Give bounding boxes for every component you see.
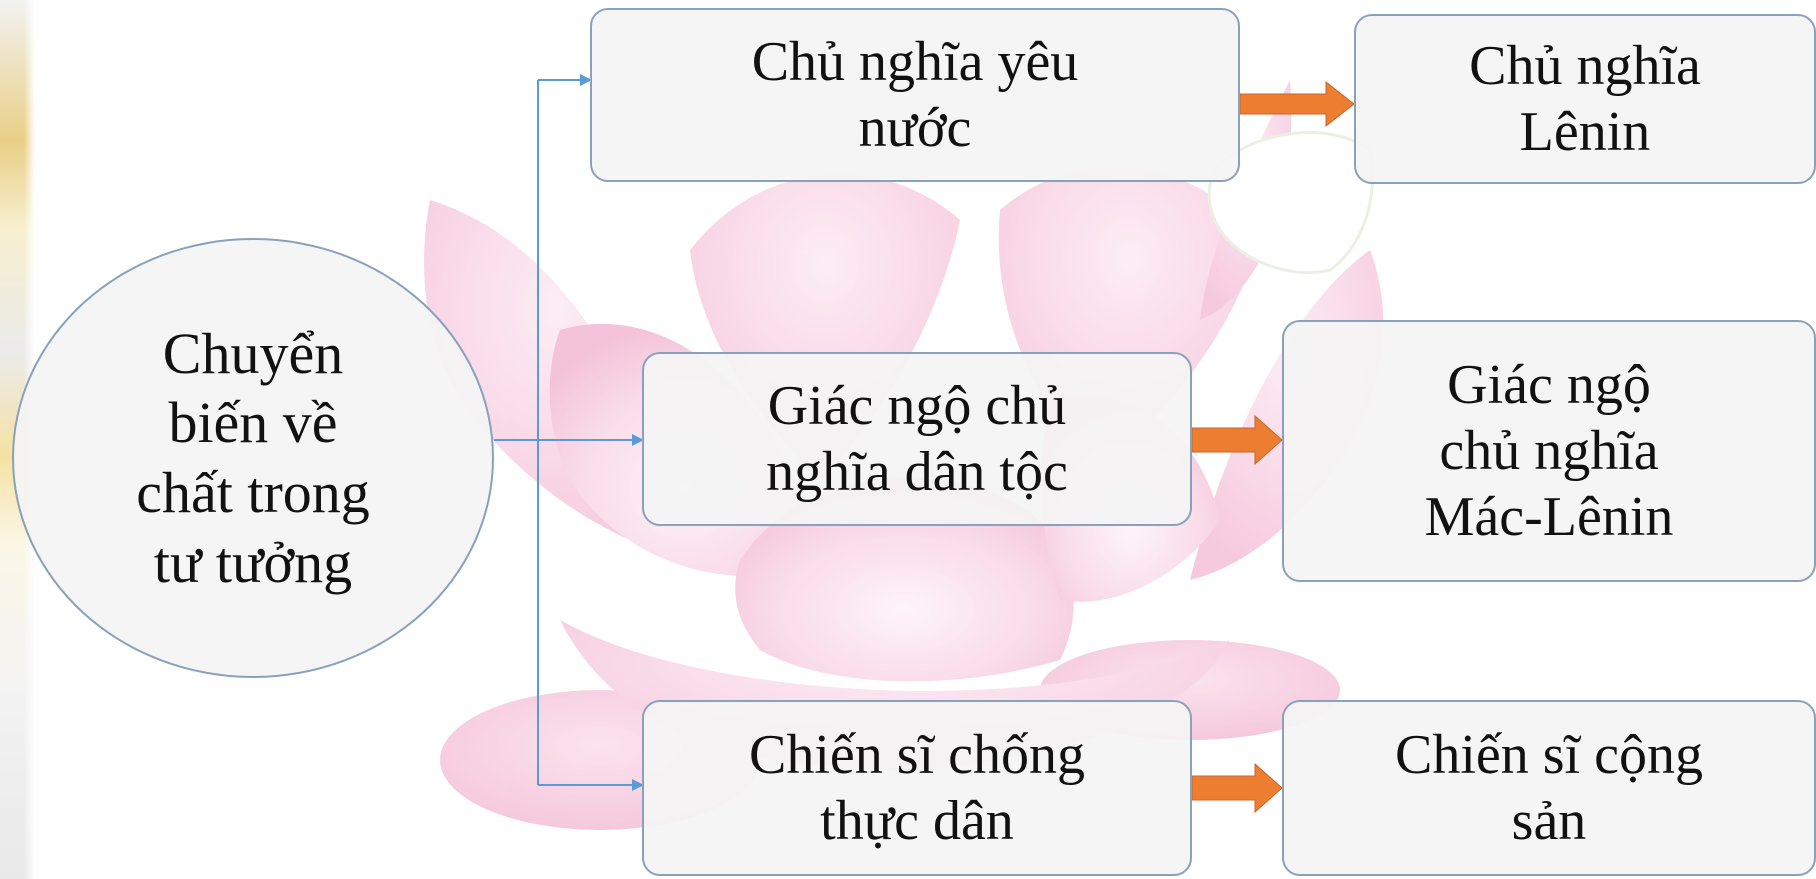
stage-1-to-label: Chủ nghĩa Lênin [1469, 34, 1701, 163]
stage-1-to-node: Chủ nghĩa Lênin [1354, 14, 1816, 184]
stage-3-from-label: Chiến sĩ chống thực dân [749, 723, 1085, 852]
stage-3-to-label: Chiến sĩ cộng sản [1395, 723, 1703, 852]
stage-2-from-node: Giác ngộ chủ nghĩa dân tộc [642, 352, 1192, 526]
butterfly-decoration [1207, 131, 1375, 275]
lotus-petal [735, 477, 1074, 682]
stage-3-from-node: Chiến sĩ chống thực dân [642, 700, 1192, 876]
stage-2-from-label: Giác ngộ chủ nghĩa dân tộc [766, 374, 1068, 503]
stage-3-to-node: Chiến sĩ cộng sản [1282, 700, 1816, 876]
stage-2-to-node: Giác ngộ chủ nghĩa Mác-Lênin [1282, 320, 1816, 582]
stage-1-from-label: Chủ nghĩa yêu nước [751, 30, 1079, 159]
transition-arrow-2 [1191, 414, 1283, 466]
origin-node: Chuyển biến về chất trong tư tưởng [12, 238, 494, 678]
stage-2-to-label: Giác ngộ chủ nghĩa Mác-Lênin [1424, 353, 1674, 549]
origin-label: Chuyển biến về chất trong tư tưởng [136, 320, 370, 595]
stage-1-from-node: Chủ nghĩa yêu nước [590, 8, 1240, 182]
transition-arrow-3 [1191, 762, 1283, 814]
transition-arrow-1 [1239, 80, 1355, 128]
